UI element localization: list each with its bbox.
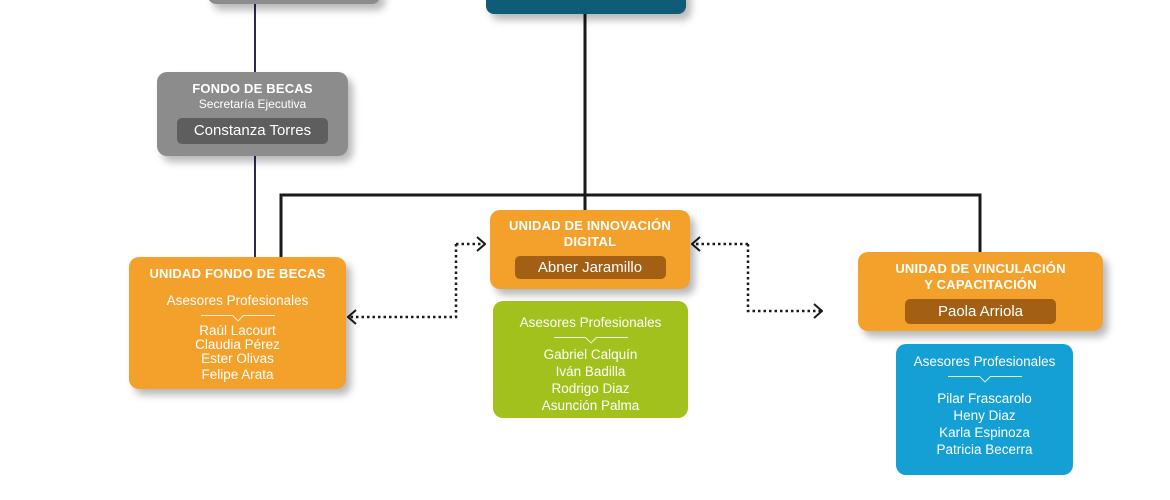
main-horizontal-connector bbox=[279, 193, 982, 257]
innovacion-advisors-members: Gabriel Calquín Iván Badilla Rodrigo Dia… bbox=[493, 346, 688, 414]
unidad-vinculacion-name: Paola Arriola bbox=[905, 299, 1056, 324]
member-item: Heny Diaz bbox=[953, 408, 1016, 423]
vinculacion-advisors-members: Pilar Frascarolo Heny Diaz Karla Espinoz… bbox=[896, 390, 1073, 458]
unidad-vinculacion-box: UNIDAD DE VINCULACIÓN Y CAPACITACIÓN Pao… bbox=[858, 252, 1103, 331]
dotted-arrow-left bbox=[348, 244, 458, 317]
member-item: Karla Espinoza bbox=[939, 425, 1030, 440]
unidad-fondo-becas-title: UNIDAD FONDO DE BECAS bbox=[149, 266, 326, 281]
unidad-fondo-becas-divider bbox=[200, 315, 275, 316]
fondo-becas-title: FONDO DE BECAS bbox=[192, 81, 313, 96]
vinculacion-advisors-box: Asesores Profesionales Pilar Frascarolo … bbox=[896, 344, 1073, 475]
member-item: Pilar Frascarolo bbox=[937, 391, 1032, 406]
member-item: Felipe Arata bbox=[201, 367, 274, 382]
innovacion-advisors-heading: Asesores Profesionales bbox=[519, 315, 662, 330]
member-item: Iván Badilla bbox=[555, 364, 626, 379]
unidad-innovacion-name: Abner Jaramillo bbox=[514, 256, 666, 279]
fondo-becas-subtitle: Secretaría Ejecutiva bbox=[198, 97, 307, 111]
unidad-fondo-becas-advisors-heading: Asesores Profesionales bbox=[166, 293, 309, 308]
dotted-arrow-right bbox=[746, 244, 822, 311]
unidad-vinculacion-title-line2: Y CAPACITACIÓN bbox=[924, 277, 1037, 292]
fondo-becas-box: FONDO DE BECAS Secretaría Ejecutiva Cons… bbox=[157, 72, 348, 156]
member-item: Claudia Pérez bbox=[195, 337, 280, 352]
member-item: Rodrigo Diaz bbox=[551, 381, 630, 396]
member-item: Ester Olivas bbox=[201, 351, 274, 366]
unidad-fondo-becas-box: UNIDAD FONDO DE BECAS Asesores Profesion… bbox=[129, 257, 346, 389]
member-item: Raúl Lacourt bbox=[199, 323, 276, 338]
unidad-innovacion-title-line2: DIGITAL bbox=[563, 234, 617, 249]
unidad-vinculacion-title-line1: UNIDAD DE VINCULACIÓN bbox=[895, 261, 1066, 276]
unidad-fondo-becas-members: Raúl Lacourt Claudia Pérez Ester Olivas … bbox=[129, 324, 346, 382]
member-item: Patricia Becerra bbox=[936, 442, 1033, 457]
top-center-box bbox=[486, 0, 686, 14]
member-item: Asunción Palma bbox=[541, 398, 640, 413]
top-left-box bbox=[208, 0, 380, 4]
innovacion-advisors-box: Asesores Profesionales Gabriel Calquín I… bbox=[493, 301, 688, 418]
fondo-becas-name: Constanza Torres bbox=[177, 118, 328, 144]
vinculacion-advisors-divider bbox=[947, 376, 1022, 377]
unidad-innovacion-box: UNIDAD DE INNOVACIÓN DIGITAL Abner Jaram… bbox=[490, 210, 690, 289]
innovacion-advisors-divider bbox=[553, 337, 628, 338]
vinculacion-advisors-heading: Asesores Profesionales bbox=[913, 354, 1056, 369]
unidad-innovacion-title-line1: UNIDAD DE INNOVACIÓN bbox=[509, 218, 671, 233]
member-item: Gabriel Calquín bbox=[543, 347, 638, 362]
